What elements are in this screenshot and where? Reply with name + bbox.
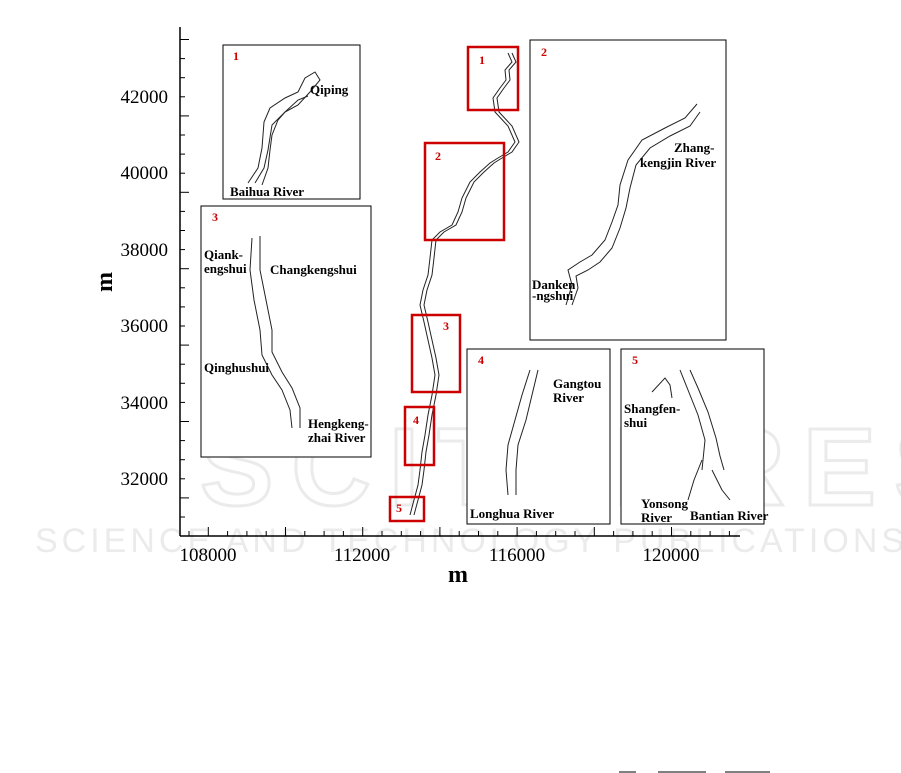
x-tick-label: 120000 <box>643 545 700 566</box>
inset-label: kengjin River <box>640 155 716 170</box>
location-box <box>403 405 436 467</box>
inset-label: Yonsong <box>641 496 688 511</box>
x-tick-label: 116000 <box>489 545 545 566</box>
inset-label: engshui <box>204 261 247 276</box>
inset-label: zhai River <box>308 430 366 445</box>
x-tick-marks <box>188 527 730 536</box>
inset-label: Shangfen- <box>624 401 680 416</box>
y-axis-title: m <box>92 272 118 292</box>
box-number: 1 <box>479 53 485 67</box>
inset-number: 3 <box>212 210 218 224</box>
inset-label: shui <box>624 415 648 430</box>
location-box <box>410 313 462 394</box>
inset-label: Qiank- <box>204 247 243 262</box>
main-river <box>409 52 520 516</box>
inset-label: River <box>553 390 584 405</box>
inset-label: Zhang- <box>674 140 714 155</box>
x-axis-title: m <box>448 562 468 588</box>
inset-label: Changkengshui <box>270 262 357 277</box>
location-boxes <box>388 45 520 523</box>
inset-label: Gangtou <box>553 376 601 391</box>
y-tick-label: 40000 <box>121 163 169 184</box>
y-tick-marks <box>180 39 189 518</box>
inset-label: -ngshui <box>532 288 574 303</box>
inset-label: Danken <box>532 277 576 292</box>
location-box <box>466 45 520 112</box>
inset-number: 4 <box>478 353 484 367</box>
location-box <box>423 141 506 242</box>
inset-number: 2 <box>541 45 547 59</box>
location-box <box>388 495 426 523</box>
inset-label: Bantian River <box>690 508 769 523</box>
inset-4: 4 Gangtou River Longhua River <box>466 348 611 525</box>
inset-2: 2 Zhang- kengjin River Danken -ngshui <box>529 39 727 341</box>
box-number: 5 <box>396 501 402 515</box>
y-tick-label: 38000 <box>121 240 169 261</box>
axes: 32000 34000 36000 38000 40000 42000 1080… <box>92 27 740 588</box>
inset-number: 1 <box>233 49 239 63</box>
x-tick-label: 108000 <box>180 545 237 566</box>
inset-number: 5 <box>632 353 638 367</box>
box-number: 4 <box>413 413 419 427</box>
inset-label: Hengkeng- <box>308 416 369 431</box>
y-tick-label: 32000 <box>121 469 169 490</box>
watermark-sub: SCIENCE AND TECHNOLOGY PUBLICATIONS <box>35 522 901 560</box>
inset-label: Baihua River <box>230 184 304 199</box>
inset-label: Qinghushui <box>204 360 269 375</box>
box-number: 2 <box>435 149 441 163</box>
inset-3: 3 Qiank- engshui Changkengshui Qinghushu… <box>200 205 372 458</box>
y-tick-label: 34000 <box>121 393 169 414</box>
inset-5: 5 Shangfen- shui Yonsong River Bantian R… <box>620 348 769 525</box>
y-tick-label: 42000 <box>121 87 169 108</box>
inset-label: River <box>641 510 672 525</box>
inset-label: Qiping <box>310 82 349 97</box>
inset-label: Longhua River <box>470 506 554 521</box>
inset-1: 1 Qiping Baihua River <box>222 44 361 200</box>
x-tick-label: 112000 <box>334 545 390 566</box>
box-number: 3 <box>443 319 449 333</box>
y-tick-label: 36000 <box>121 316 169 337</box>
